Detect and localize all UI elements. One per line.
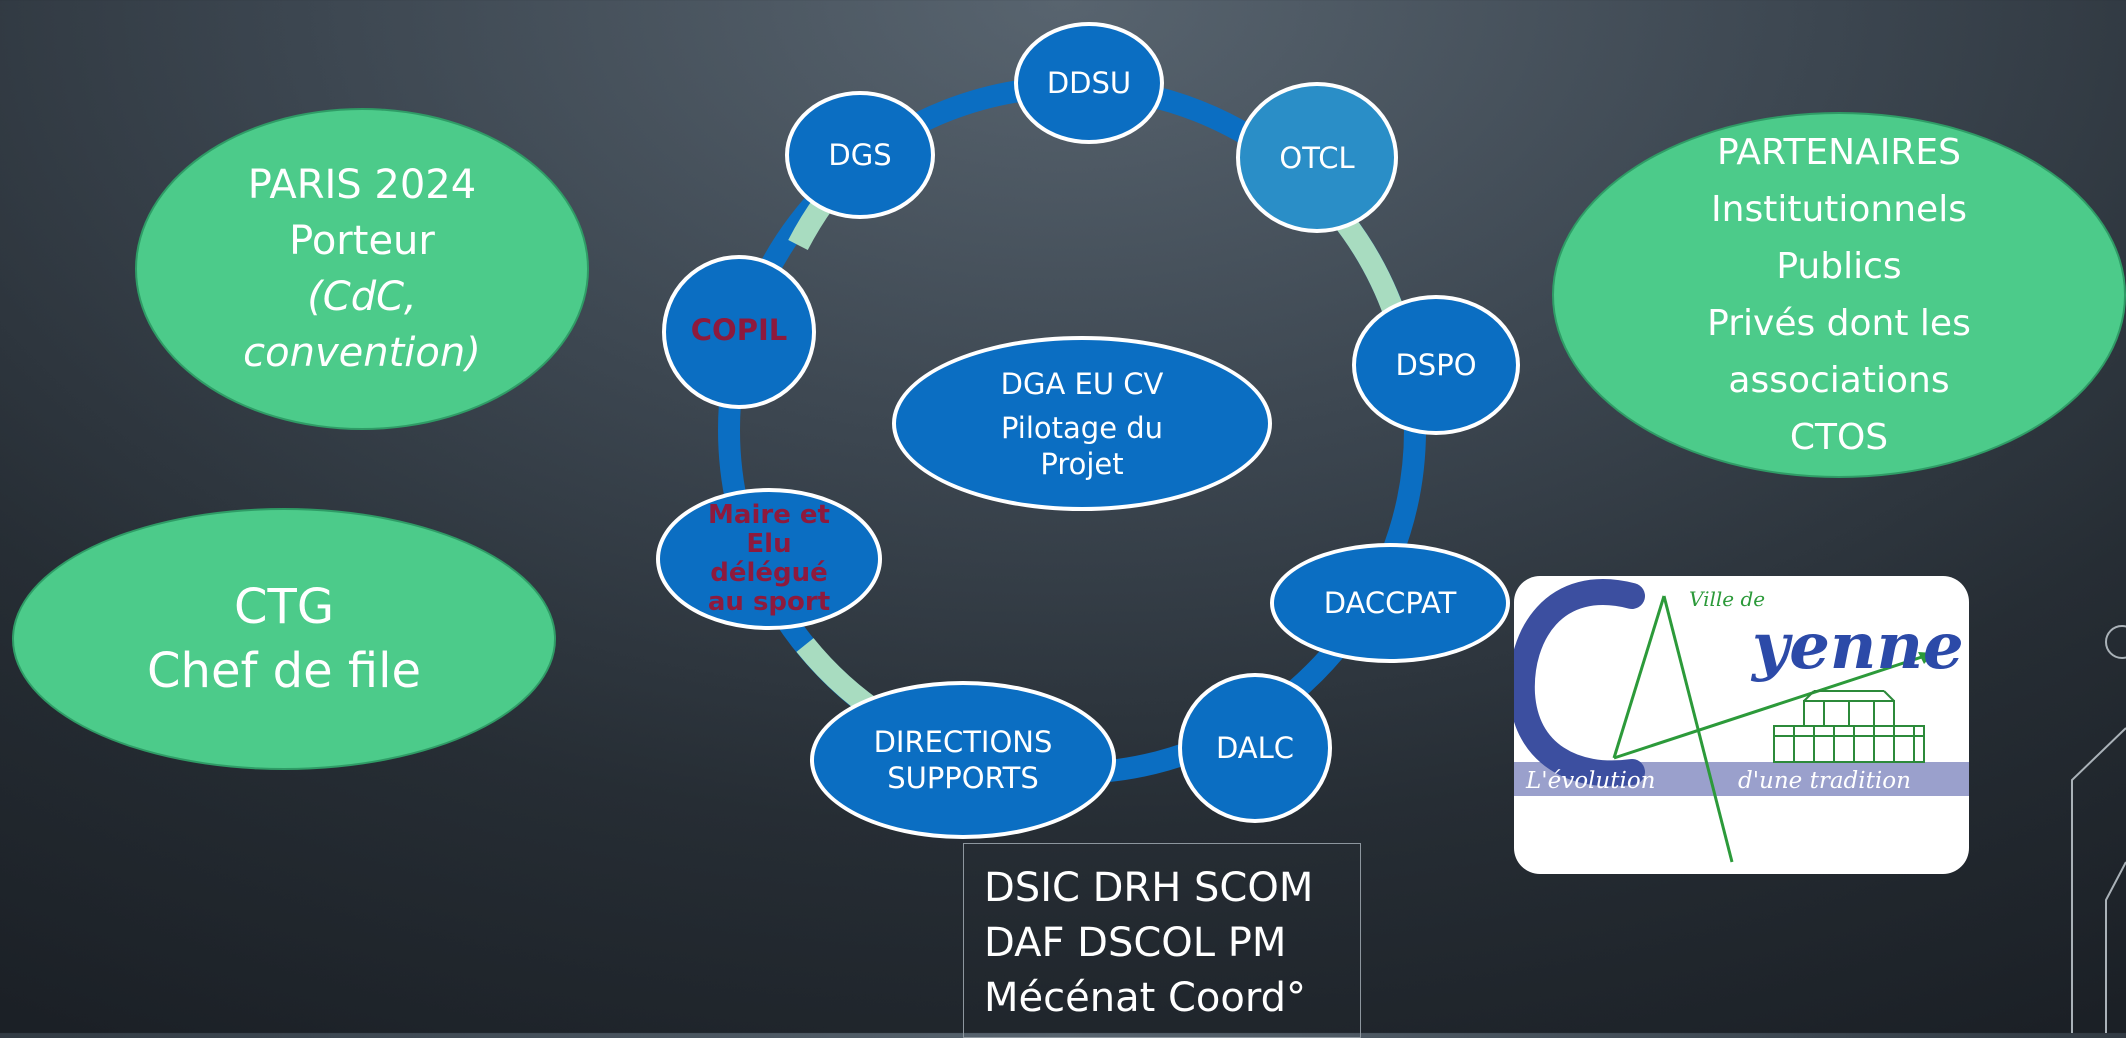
logo-tagline-2: d'une tradition xyxy=(1738,768,1911,794)
partenaires-item-5: CTOS xyxy=(1789,417,1889,458)
node-ddsu-label: DDSU xyxy=(1046,66,1132,100)
node-dspo-label: DSPO xyxy=(1395,348,1477,382)
maire-label-3: délégué xyxy=(710,558,828,588)
paris-title: PARIS 2024 xyxy=(247,162,477,208)
node-dgs: DGS xyxy=(785,91,935,219)
node-dalc: DALC xyxy=(1178,673,1332,823)
node-dspo: DSPO xyxy=(1352,295,1520,435)
deco-circle xyxy=(2105,625,2126,659)
maire-label-4: au sport xyxy=(707,587,831,617)
supports-line-3: Mécénat Coord° xyxy=(984,975,1306,1021)
partenaires-ellipse: PARTENAIRES Institutionnels Publics Priv… xyxy=(1552,112,2126,478)
ctg-title: CTG xyxy=(233,579,335,635)
ctg-role: Chef de file xyxy=(147,643,421,699)
partenaires-item-4: associations xyxy=(1728,360,1950,401)
partenaires-title: PARTENAIRES xyxy=(1717,132,1961,173)
partenaires-item-1: Institutionnels xyxy=(1711,189,1967,230)
node-otcl-label: OTCL xyxy=(1279,140,1355,175)
node-dalc-label: DALC xyxy=(1215,731,1295,765)
ville-de-cayenne-logo: Ville de yenne L'évolution d'une traditi… xyxy=(1514,576,1969,874)
node-directions-supports: DIRECTIONS SUPPORTS xyxy=(810,681,1116,839)
supports-directions-box: DSIC DRH SCOM DAF DSCOL PM Mécénat Coord… xyxy=(963,843,1361,1038)
node-copil: COPIL xyxy=(662,255,816,409)
center-pilotage-ellipse: DGA EU CV Pilotage du Projet xyxy=(892,336,1272,511)
node-maire-elu: Maire et Elu délégué au sport xyxy=(656,488,882,630)
directions-label-2: SUPPORTS xyxy=(887,761,1039,795)
node-dgs-label: DGS xyxy=(828,138,892,172)
center-subtitle-1: Pilotage du xyxy=(1000,410,1164,445)
partenaires-item-3: Privés dont les xyxy=(1707,303,1971,344)
center-subtitle-2: Projet xyxy=(1040,446,1124,481)
paris-2024-ellipse: PARIS 2024 Porteur (CdC, convention) xyxy=(135,108,589,430)
logo-name: yenne xyxy=(1750,609,1964,684)
node-daccpat: DACCPAT xyxy=(1270,543,1510,663)
paris-note-1: (CdC, xyxy=(307,274,417,320)
cayenne-logo-graphic: Ville de yenne L'évolution d'une traditi… xyxy=(1514,579,1969,863)
center-title: DGA EU CV xyxy=(1000,366,1164,401)
node-copil-label: COPIL xyxy=(690,313,788,347)
partenaires-item-2: Publics xyxy=(1776,246,1902,287)
paris-note-2: convention) xyxy=(243,330,481,376)
node-otcl: OTCL xyxy=(1236,82,1398,233)
node-daccpat-label: DACCPAT xyxy=(1323,586,1457,620)
supports-line-1: DSIC DRH SCOM xyxy=(984,865,1314,911)
ctg-ellipse: CTG Chef de file xyxy=(12,508,556,770)
logo-ville-de: Ville de xyxy=(1689,587,1765,611)
paris-role: Porteur xyxy=(289,218,435,264)
maire-label-1: Maire et xyxy=(708,500,830,530)
node-ddsu: DDSU xyxy=(1014,22,1164,144)
logo-tagline-1: L'évolution xyxy=(1525,768,1655,794)
directions-label-1: DIRECTIONS xyxy=(873,725,1053,759)
decorative-lines xyxy=(2071,625,2126,1033)
maire-label-2: Elu xyxy=(746,529,792,559)
supports-line-2: DAF DSCOL PM xyxy=(984,920,1287,966)
